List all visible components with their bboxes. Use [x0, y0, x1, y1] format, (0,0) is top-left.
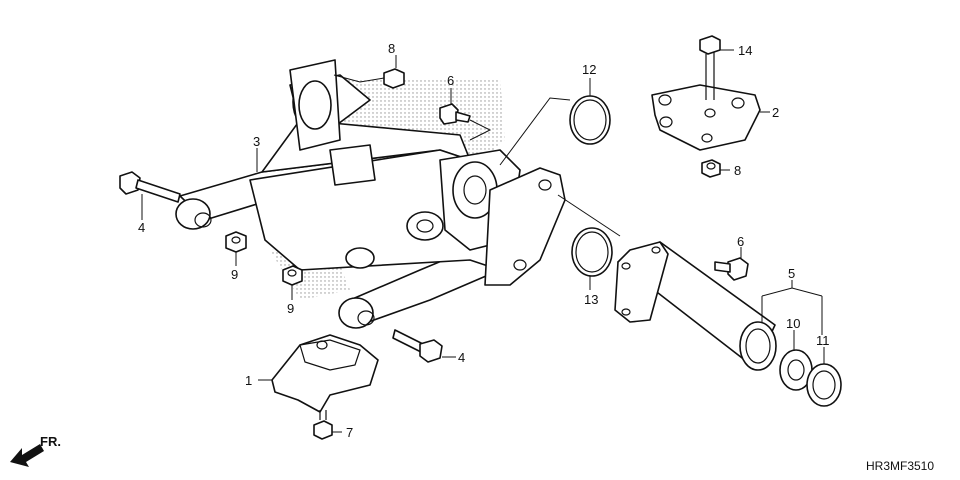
o-ring-13-icon [571, 227, 613, 277]
callout-5: 5 [788, 266, 795, 281]
swingarm-frame [175, 59, 566, 329]
callout-6-top: 6 [447, 73, 454, 88]
callout-4-upper: 4 [138, 220, 145, 235]
bolt-7-icon [313, 410, 333, 440]
callout-1: 1 [245, 373, 252, 388]
bolt-6-right-icon [714, 257, 749, 281]
bracket-plate [651, 84, 761, 151]
nut-8-top-icon [383, 68, 405, 89]
axle-housing [614, 241, 777, 371]
callout-9-middle: 9 [287, 301, 294, 316]
callout-6-right: 6 [737, 234, 744, 249]
bolt-6-top-icon [439, 103, 471, 125]
callouts: 1 2 3 4 4 5 6 6 7 8 8 9 9 10 11 12 13 14 [138, 41, 830, 440]
bolt-14-icon [699, 35, 721, 100]
o-ring-12-icon [569, 95, 611, 145]
callout-7: 7 [346, 425, 353, 440]
callout-8-top: 8 [388, 41, 395, 56]
callout-9-left: 9 [231, 267, 238, 282]
nut-9-left-icon [225, 231, 247, 253]
bolt-4-lower-icon [392, 329, 443, 363]
front-label: FR. [40, 434, 61, 449]
callout-12: 12 [582, 62, 596, 77]
callout-14: 14 [738, 43, 752, 58]
nut-8-right-icon [701, 159, 721, 178]
skid-plate [271, 334, 379, 413]
callout-3: 3 [253, 134, 260, 149]
bearing-10-icon [779, 349, 813, 391]
drawing-code: HR3MF3510 [866, 459, 934, 473]
callout-4-lower: 4 [458, 350, 465, 365]
front-direction-arrow-icon: FR. [10, 434, 61, 467]
leader-lines [141, 49, 825, 433]
callout-10: 10 [786, 316, 800, 331]
callout-13: 13 [584, 292, 598, 307]
callout-11: 11 [816, 333, 830, 348]
callout-8-right: 8 [734, 163, 741, 178]
bolt-4-upper-icon [119, 171, 181, 203]
nut-9-middle-icon [282, 265, 303, 286]
callout-2: 2 [772, 105, 779, 120]
seal-11-icon [806, 363, 842, 407]
